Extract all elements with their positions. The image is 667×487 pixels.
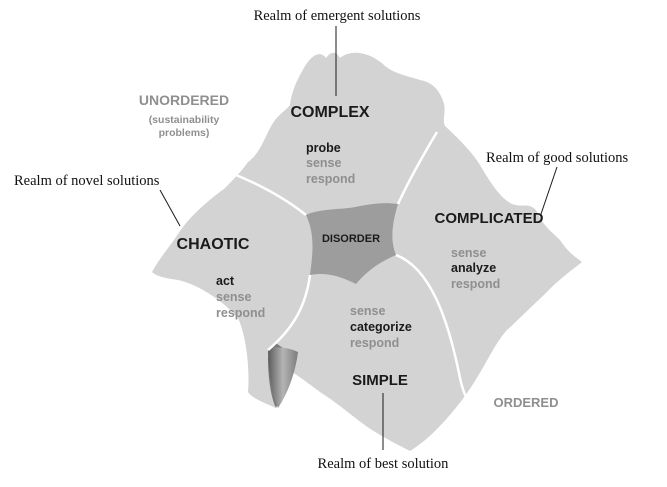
complicated-step-respond: respond — [451, 277, 500, 291]
complicated-step-analyze: analyze — [451, 261, 496, 275]
annotation-emergent-solutions: Realm of emergent solutions — [254, 8, 421, 24]
chaotic-step-respond: respond — [216, 306, 265, 320]
boundary-complex-complicated — [396, 131, 439, 205]
leader-good — [540, 166, 558, 215]
complex-step-probe: probe — [306, 141, 341, 155]
unordered-sub1: (sustainability — [149, 114, 220, 126]
ordered-label: ORDERED — [493, 395, 558, 410]
chaotic-title: CHAOTIC — [177, 236, 250, 253]
unordered-label: UNORDERED — [139, 92, 229, 108]
annotation-best-solution: Realm of best solution — [318, 456, 450, 472]
complicated-title: COMPLICATED — [435, 210, 544, 227]
chaotic-step-act: act — [216, 274, 235, 288]
simple-title: SIMPLE — [352, 372, 408, 389]
chaotic-step-sense: sense — [216, 290, 251, 304]
annotation-novel-solutions: Realm of novel solutions — [14, 173, 160, 189]
simple-step-sense: sense — [350, 304, 385, 318]
leader-novel — [159, 189, 181, 227]
complicated-step-sense: sense — [451, 246, 486, 260]
boundary-chaotic-simple — [267, 274, 312, 351]
chaotic-cliff-face — [268, 347, 298, 408]
annotation-leaders — [159, 26, 558, 450]
annotation-good-solutions: Realm of good solutions — [486, 150, 629, 166]
boundary-complex-chaotic — [225, 169, 307, 216]
complex-title: COMPLEX — [290, 104, 369, 121]
simple-step-categorize: categorize — [350, 320, 412, 334]
boundary-complicated-simple — [395, 253, 488, 433]
domain-boundaries — [225, 131, 488, 433]
disorder-region — [306, 203, 398, 284]
complex-step-sense: sense — [306, 156, 341, 170]
simple-step-respond: respond — [350, 336, 399, 350]
complex-step-respond: respond — [306, 172, 355, 186]
disorder-title: DISORDER — [322, 233, 380, 245]
unordered-sub2: problems) — [159, 127, 210, 139]
